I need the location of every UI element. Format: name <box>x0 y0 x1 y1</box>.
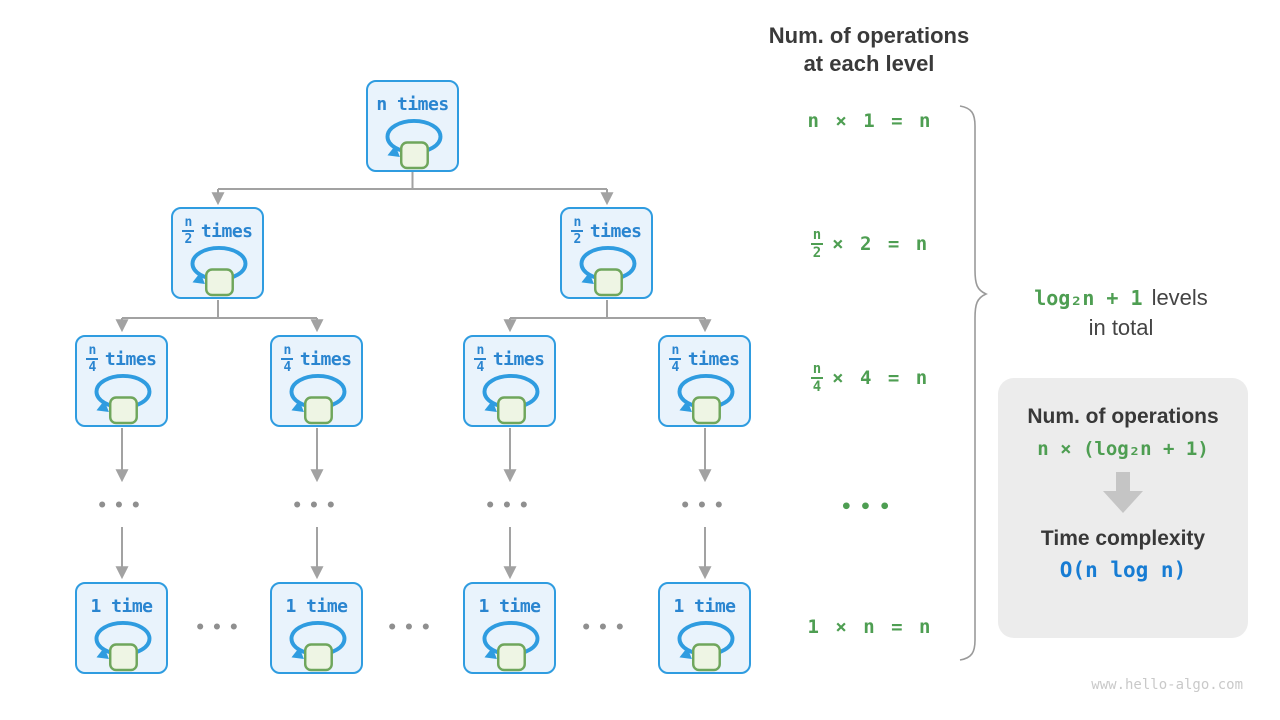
watermark: www.hello-algo.com <box>1091 677 1243 693</box>
header-line2: at each level <box>803 51 935 76</box>
node-label: 1 time <box>90 595 153 617</box>
node-label: n 4 times <box>669 343 740 375</box>
header-line1: Num. of operations <box>768 23 970 48</box>
operations-formula: n × (log₂n + 1) <box>1037 438 1209 460</box>
equation-ellipsis: ••• <box>840 496 898 518</box>
node-label: n 4 times <box>281 343 352 375</box>
tree-node-l3-3: n 4 times <box>463 335 556 427</box>
node-label: 1 time <box>478 595 541 617</box>
equation-level-2: n 2 × 2 = n <box>810 227 928 261</box>
node-label: n 4 times <box>474 343 545 375</box>
loop-icon <box>579 245 636 297</box>
equation-level-3: n 4 × 4 = n <box>810 361 928 395</box>
tree-node-l3-1: n 4 times <box>75 335 168 427</box>
node-label: n 2 times <box>182 215 253 247</box>
tree-node-leaf-1: 1 time <box>75 582 168 674</box>
fraction: n 2 <box>571 215 583 247</box>
fraction: n 4 <box>810 361 824 395</box>
fraction: n 4 <box>281 343 293 375</box>
ellipsis-dots: ••• <box>679 496 731 516</box>
ellipsis-dots: ••• <box>386 618 438 638</box>
loop-icon <box>94 373 151 425</box>
node-label: n times <box>376 93 449 115</box>
tree-node-l2-right: n 2 times <box>560 207 653 299</box>
levels-word: levels <box>1151 285 1208 310</box>
down-arrow-icon <box>1103 472 1143 513</box>
ellipsis-dots: ••• <box>580 618 632 638</box>
tree-node-leaf-2: 1 time <box>270 582 363 674</box>
node-label: n 4 times <box>86 343 157 375</box>
equation-level-n: 1 × n = n <box>807 616 931 638</box>
loop-icon <box>289 620 346 672</box>
equation-level-1: n × 1 = n <box>807 110 931 132</box>
node-label: n 2 times <box>571 215 642 247</box>
loop-icon <box>190 245 247 297</box>
levels-expression: log₂n + 1 <box>1034 286 1143 310</box>
complexity-formula: O(n log n) <box>1059 558 1187 582</box>
operations-column-header: Num. of operations at each level <box>763 22 975 78</box>
node-label: 1 time <box>673 595 736 617</box>
summary-title-operations: Num. of operations <box>1027 405 1219 428</box>
in-total-word: in total <box>1088 315 1154 340</box>
ellipsis-dots: ••• <box>194 618 246 638</box>
node-label: 1 time <box>285 595 348 617</box>
tree-node-l2-left: n 2 times <box>171 207 264 299</box>
loop-icon <box>385 118 442 170</box>
tree-node-root: n times <box>366 80 459 172</box>
fraction: n 2 <box>182 215 194 247</box>
loop-icon <box>677 373 734 425</box>
tree-node-leaf-3: 1 time <box>463 582 556 674</box>
loop-icon <box>482 620 539 672</box>
loop-icon <box>289 373 346 425</box>
loop-icon <box>94 620 151 672</box>
tree-node-l3-2: n 4 times <box>270 335 363 427</box>
levels-in-total-label: log₂n + 1 levels in total <box>1002 283 1240 342</box>
ellipsis-dots: ••• <box>291 496 343 516</box>
fraction: n 4 <box>669 343 681 375</box>
fraction: n 4 <box>474 343 486 375</box>
tree-node-leaf-4: 1 time <box>658 582 751 674</box>
fraction: n 4 <box>86 343 98 375</box>
loop-icon <box>482 373 539 425</box>
tree-node-l3-4: n 4 times <box>658 335 751 427</box>
ellipsis-dots: ••• <box>484 496 536 516</box>
fraction: n 2 <box>810 227 824 261</box>
ellipsis-dots: ••• <box>96 496 148 516</box>
summary-title-complexity: Time complexity <box>1040 527 1206 550</box>
summary-box: Num. of operations n × (log₂n + 1) Time … <box>998 378 1248 638</box>
loop-icon <box>677 620 734 672</box>
